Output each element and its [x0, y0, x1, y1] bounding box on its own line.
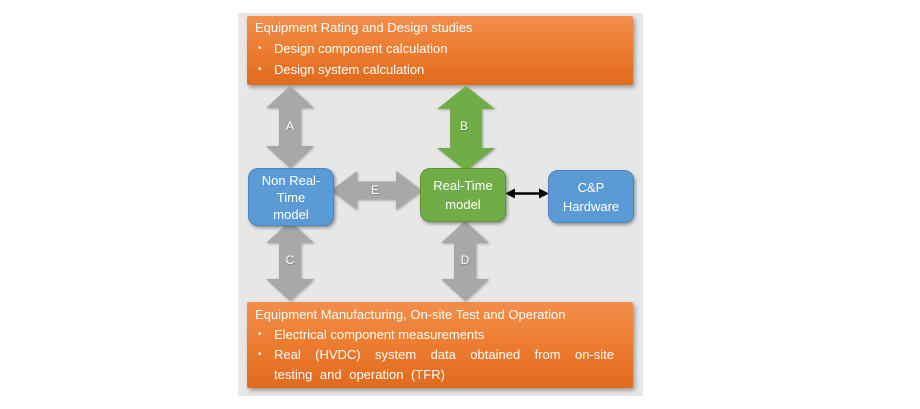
node-label: Real-Time model	[433, 178, 493, 212]
node-label: C&P Hardware	[562, 179, 620, 214]
black-double-arrow-icon	[505, 187, 549, 200]
bullet-dot: •	[258, 349, 262, 360]
node-cp-hardware: C&P Hardware	[548, 170, 634, 223]
double-arrow-horizontal-e-icon	[331, 171, 422, 210]
double-arrow-shape	[437, 86, 495, 171]
bullet-dot: •	[258, 329, 262, 340]
bullet-dot: •	[258, 64, 262, 75]
top-process-box: Equipment Rating and Design studies • De…	[247, 16, 633, 85]
node-label: Non Real-Time model	[261, 172, 321, 222]
bottom-process-box-content: Equipment Manufacturing, On-site Test an…	[247, 302, 633, 388]
arrow-label-b: B	[459, 119, 469, 133]
arrow-label-e: E	[370, 183, 380, 197]
bullet-item: • Real (HVDC) system data obtained from …	[255, 345, 625, 385]
bullet-item: • Design component calculation	[255, 38, 625, 59]
bullet-item: • Design system calculation	[255, 59, 625, 80]
arrow-label-a: A	[285, 119, 295, 133]
bottom-process-box: Equipment Manufacturing, On-site Test an…	[247, 302, 633, 388]
bullet-text: Design component calculation	[274, 41, 448, 56]
double-arrow-vertical-c-icon	[266, 221, 314, 301]
double-arrow-shape	[505, 188, 549, 199]
arrow-label-d: D	[460, 253, 470, 267]
bullet-text: Electrical component measurements	[274, 327, 485, 342]
bullet-item: • Electrical component measurements	[255, 325, 625, 345]
node-non-real-time-model: Non Real-Time model	[248, 168, 334, 226]
double-arrow-vertical-a-icon	[266, 86, 314, 168]
double-arrow-vertical-b-icon	[437, 86, 495, 171]
bullet-text: Design system calculation	[274, 62, 425, 77]
double-arrow-shape	[266, 86, 314, 168]
arrow-label-c: C	[285, 253, 295, 267]
double-arrow-vertical-d-icon	[441, 221, 489, 301]
bullet-dot: •	[258, 43, 262, 54]
bullet-text: Real (HVDC) system data obtained from on…	[274, 347, 614, 382]
double-arrow-shape	[441, 221, 489, 301]
top-box-title: Equipment Rating and Design studies	[255, 20, 473, 35]
node-real-time-model: Real-Time model	[420, 168, 506, 222]
top-process-box-content: Equipment Rating and Design studies • De…	[247, 16, 633, 81]
double-arrow-shape	[266, 221, 314, 301]
double-arrow-shape	[331, 171, 422, 210]
bottom-box-title: Equipment Manufacturing, On-site Test an…	[255, 307, 566, 322]
